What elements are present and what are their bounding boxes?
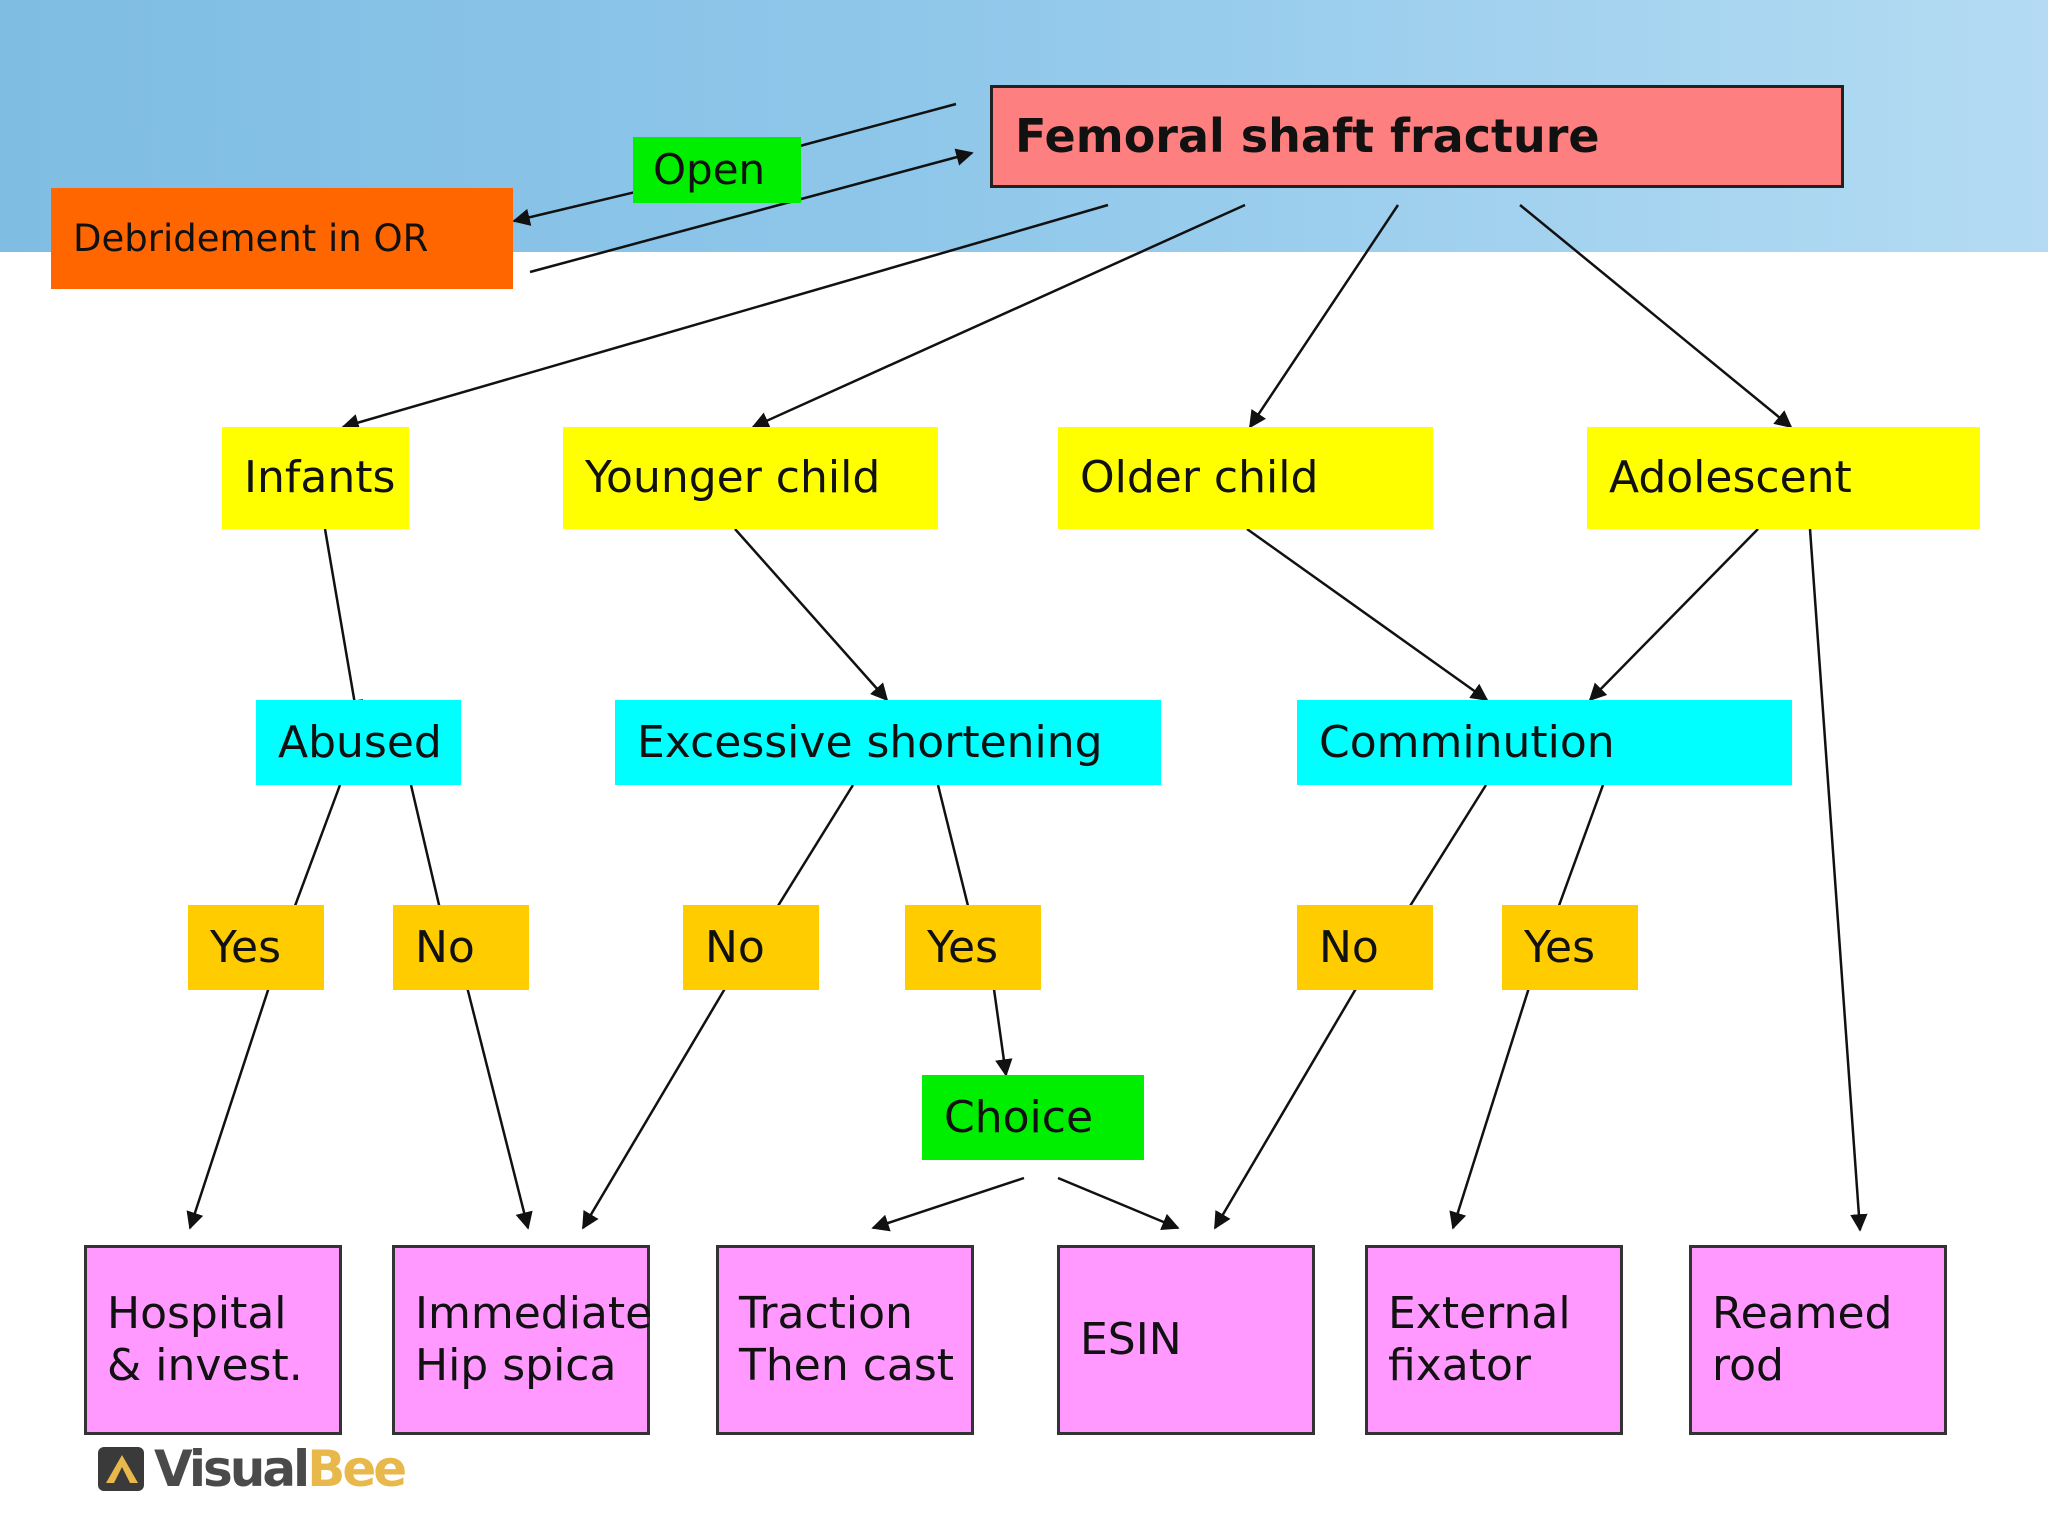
- visualbee-logo-icon: [98, 1447, 144, 1491]
- logo-text-visual: Visual: [154, 1440, 310, 1498]
- node-label: Debridement in OR: [73, 216, 429, 260]
- node-label: ESIN: [1080, 1314, 1182, 1366]
- node-traction-then-cast: Traction Then cast: [716, 1245, 974, 1435]
- arrow-older-to-comminution: [1246, 527, 1489, 702]
- node-label: Traction Then cast: [739, 1288, 955, 1391]
- node-excessive-shortening: Excessive shortening: [615, 700, 1161, 785]
- node-younger-child: Younger child: [563, 427, 938, 529]
- arrow-title-to-open: [769, 102, 957, 156]
- node-abused-yes: Yes: [188, 905, 324, 990]
- node-reamed-rod: Reamed rod: [1689, 1245, 1947, 1435]
- line-comminution-no: [1398, 784, 1488, 923]
- node-label: Abused: [278, 716, 442, 768]
- arrow-to-younger-child: [751, 203, 1246, 429]
- node-label: Immediate Hip spica: [415, 1288, 653, 1391]
- node-open: Open: [633, 137, 801, 203]
- arrow-younger-to-shortening: [734, 528, 889, 702]
- node-comminution-no: No: [1297, 905, 1433, 990]
- arrow-open-to-debridement: [512, 187, 649, 226]
- node-hospital-invest: Hospital & invest.: [84, 1245, 342, 1435]
- node-older-child: Older child: [1058, 427, 1433, 529]
- node-label: No: [415, 921, 475, 973]
- arrow-choice-to-traction: [871, 1176, 1025, 1232]
- node-infants: Infants: [222, 427, 409, 529]
- node-abused-no: No: [393, 905, 529, 990]
- node-shortening-yes: Yes: [905, 905, 1041, 990]
- node-label: Choice: [944, 1091, 1094, 1143]
- node-label: Hospital & invest.: [107, 1288, 303, 1391]
- arrow-to-adolescent: [1519, 204, 1793, 429]
- arrow-adolescent-to-comminution: [1588, 528, 1759, 702]
- arrow-to-infants: [341, 203, 1109, 432]
- node-external-fixator: External fixator: [1365, 1245, 1623, 1435]
- node-label: Yes: [927, 921, 999, 973]
- visualbee-logo-text: VisualBee: [154, 1440, 407, 1498]
- line-abused-no: [409, 784, 445, 923]
- visualbee-logo: VisualBee: [96, 1438, 407, 1500]
- arrow-shortening-no-to-hip-spica: [581, 974, 735, 1230]
- node-label: Adolescent: [1609, 452, 1852, 504]
- node-label: No: [705, 921, 765, 973]
- node-label: Reamed rod: [1712, 1288, 1893, 1391]
- node-label: Yes: [210, 921, 282, 973]
- node-label: Younger child: [585, 452, 881, 504]
- node-label: Comminution: [1319, 716, 1615, 768]
- arrow-abused-yes-to-hospital: [186, 974, 275, 1230]
- node-label: Older child: [1080, 452, 1319, 504]
- arrow-to-older-child: [1248, 204, 1400, 429]
- arrow-abused-no-to-hip-spica: [462, 974, 533, 1230]
- node-label: No: [1319, 921, 1379, 973]
- line-abused-yes: [287, 784, 342, 923]
- arrow-comminution-yes-to-fixator: [1449, 974, 1535, 1230]
- node-debridement-in-or: Debridement in OR: [51, 188, 513, 289]
- arrow-infants-to-abused: [323, 528, 363, 718]
- node-comminution-yes: Yes: [1502, 905, 1638, 990]
- arrow-choice-to-esin: [1057, 1176, 1180, 1231]
- node-label: Yes: [1524, 921, 1596, 973]
- line-shortening-no: [766, 784, 855, 923]
- node-immediate-hip-spica: Immediate Hip spica: [392, 1245, 653, 1435]
- arrow-comminution-no-to-esin: [1213, 974, 1366, 1230]
- node-label: Excessive shortening: [637, 716, 1103, 768]
- arrow-debridement-to-title: [529, 148, 974, 274]
- node-label: Infants: [244, 452, 396, 504]
- logo-text-bee: Bee: [307, 1440, 407, 1498]
- node-femoral-shaft-fracture: Femoral shaft fracture: [990, 85, 1844, 188]
- node-comminution: Comminution: [1297, 700, 1792, 785]
- node-shortening-no: No: [683, 905, 819, 990]
- node-esin: ESIN: [1057, 1245, 1315, 1435]
- node-label: Femoral shaft fracture: [1015, 109, 1600, 164]
- node-choice: Choice: [922, 1075, 1144, 1160]
- node-label: Open: [653, 145, 766, 195]
- arrow-shortening-yes-to-choice: [990, 974, 1013, 1077]
- line-shortening-yes: [936, 784, 974, 923]
- line-comminution-yes: [1551, 784, 1605, 923]
- node-abused: Abused: [256, 700, 461, 785]
- arrow-adolescent-to-reamed-rod: [1808, 528, 1868, 1232]
- node-adolescent: Adolescent: [1587, 427, 1980, 529]
- node-label: External fixator: [1388, 1288, 1571, 1391]
